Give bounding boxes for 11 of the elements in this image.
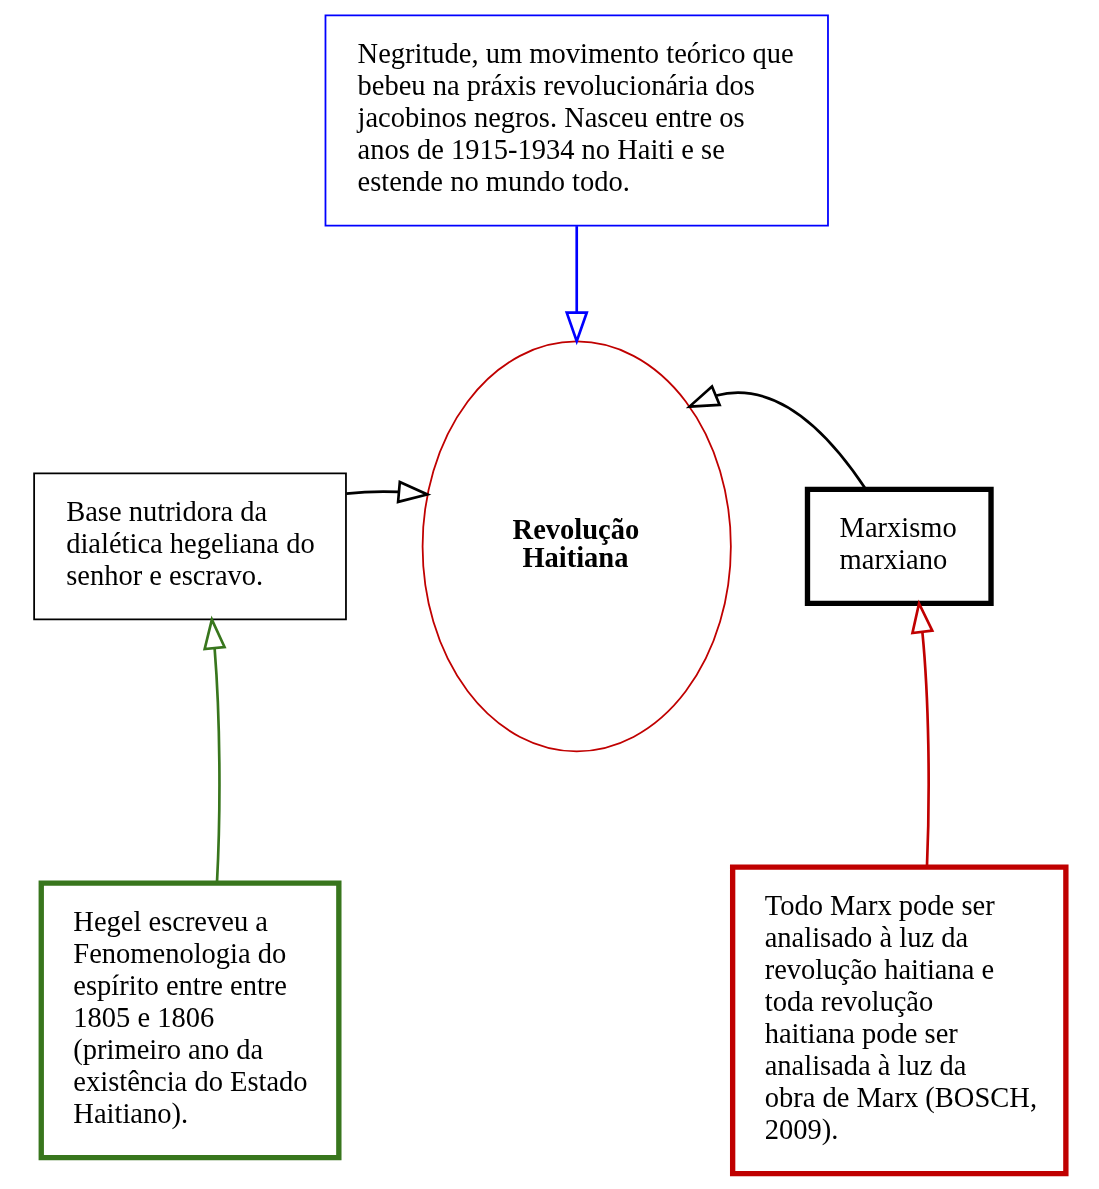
node-box: Todo Marx pode ser analisado à luz da revolução haitiana e toda revolução haitiana pode ser analisada à luz da obra de Marx (BOSCH, 2009). (729, 864, 1069, 1177)
node-box: Base nutridora da dialética hegeliana do senhor e escravo. (32, 472, 347, 621)
node-box: Hegel escreveu a Fenomenologia do espírito entre entre 1805 e 1806 (primeiro ano da existência do Estado Haitiano). (38, 880, 341, 1161)
arrow (202, 615, 227, 883)
node-box: Marxismo marxiano (804, 486, 994, 607)
node-box: Negritude, um movimento teórico que bebeu na práxis revolucionária dos jacobinos negros. Nasceu entre os anos de 1915-1934 no Haiti e se estende no mundo todo. (324, 14, 829, 227)
arrow (685, 384, 867, 490)
arrow (564, 226, 589, 346)
node-ellipse: Revolução Haitiana (421, 340, 732, 753)
arrow (910, 599, 934, 867)
arrow (345, 480, 431, 504)
